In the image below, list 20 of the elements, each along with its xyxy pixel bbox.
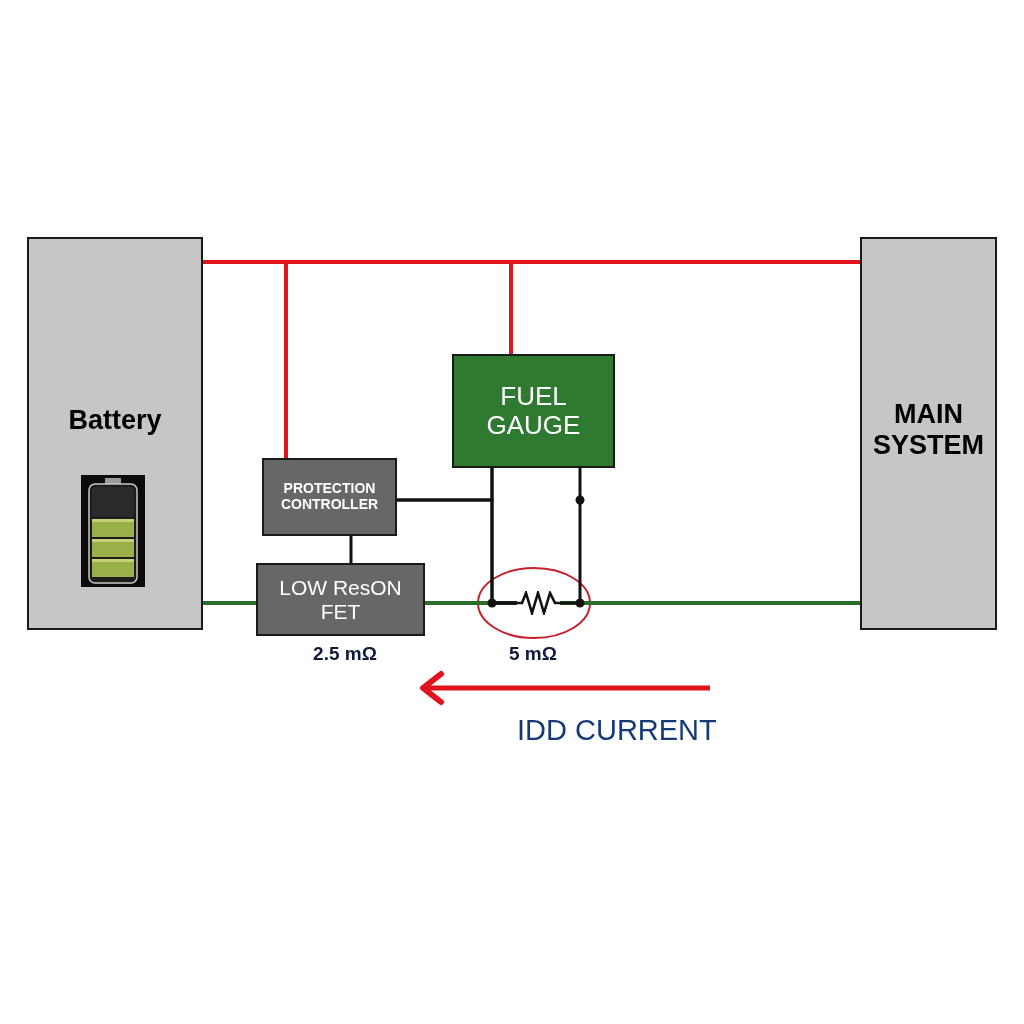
wire [560, 468, 582, 605]
block-label: MAIN SYSTEM [872, 399, 985, 460]
component-block [256, 563, 425, 636]
wire [203, 260, 513, 354]
wire [425, 601, 517, 605]
value-label: 2.5 mΩ [313, 643, 377, 665]
wire [560, 601, 860, 605]
component-block [452, 354, 615, 468]
block-label: PROTECTION CONTROLLER [279, 481, 380, 513]
component-block [262, 458, 397, 536]
annotation-label: IDD CURRENT [517, 714, 717, 747]
wire [349, 536, 353, 563]
block-label: FUEL GAUGE [485, 381, 582, 441]
component-block [27, 237, 203, 630]
value-label: 5 mΩ [509, 643, 557, 665]
component-block [860, 237, 997, 630]
block-label: Battery [68, 405, 162, 436]
wire [490, 468, 517, 605]
block-label: LOW ResON FET [278, 576, 403, 623]
wire [203, 601, 256, 605]
